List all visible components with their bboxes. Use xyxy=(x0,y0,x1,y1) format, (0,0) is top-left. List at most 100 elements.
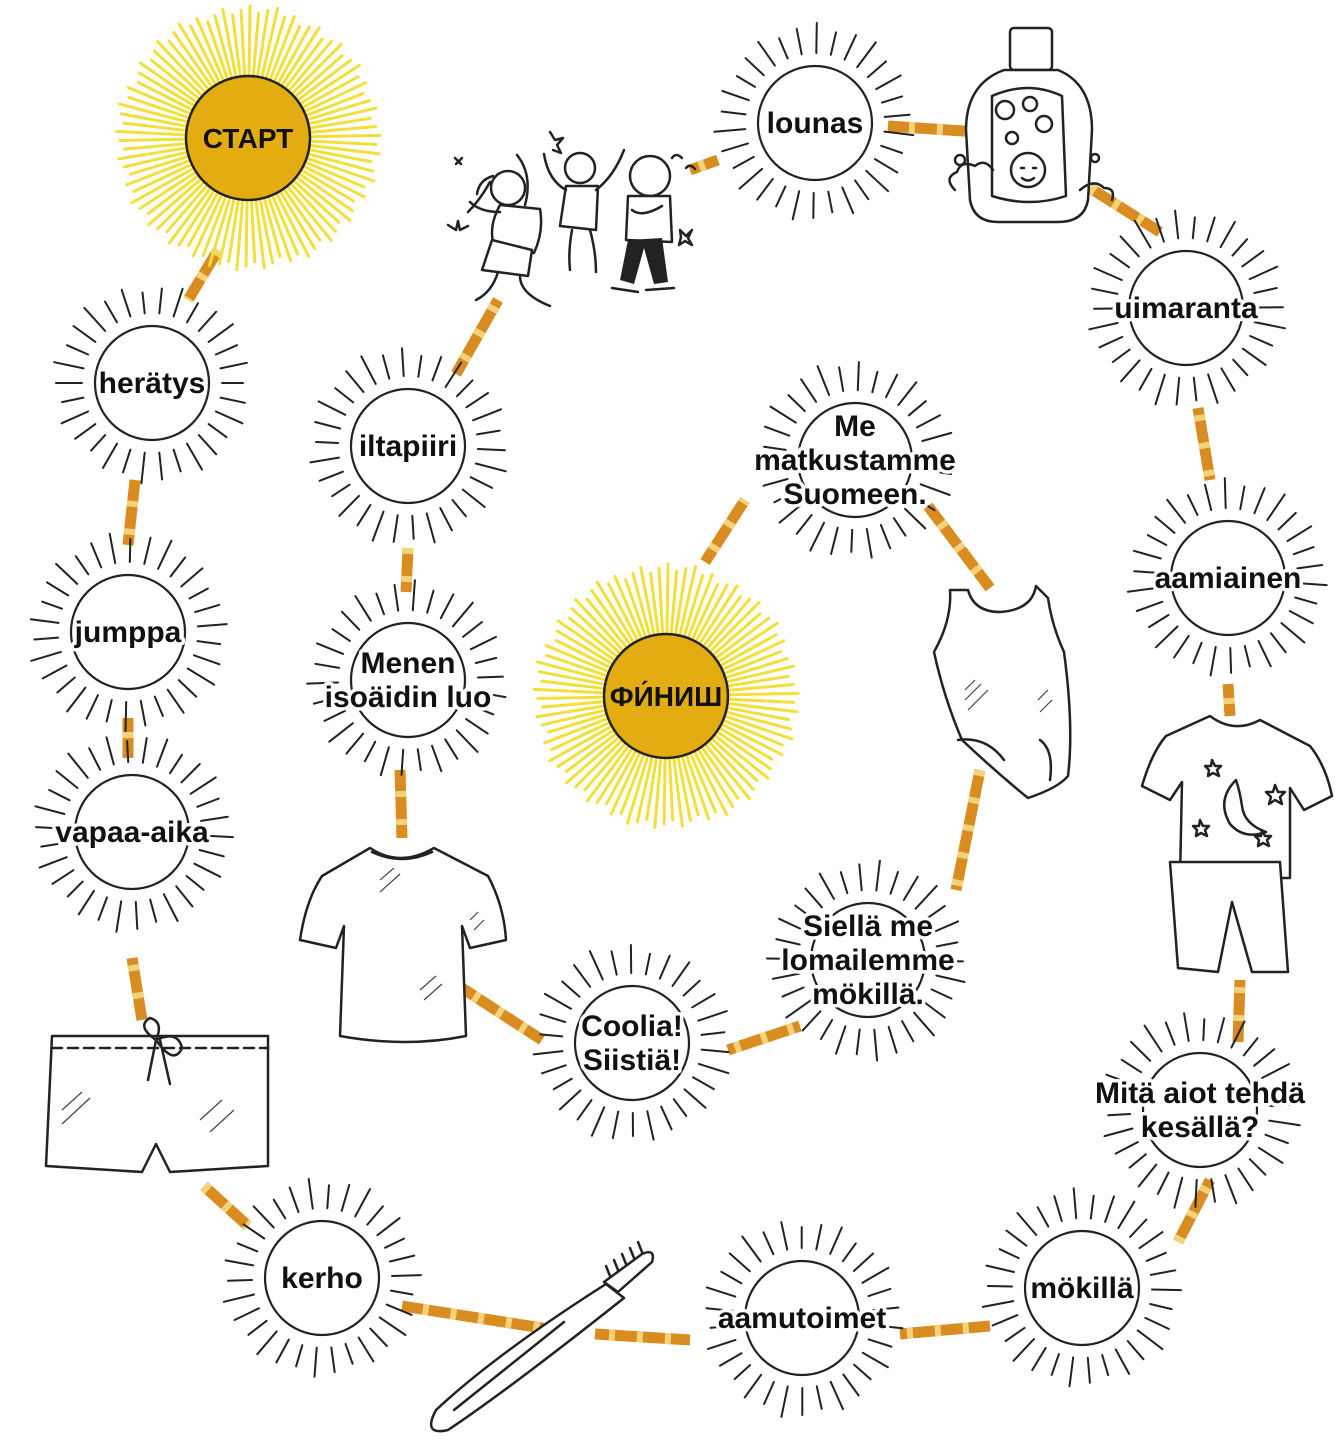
board-square-coolia[interactable]: Coolia!Siistiä! xyxy=(532,944,730,1141)
sun-ray xyxy=(253,188,266,270)
board-square-heratys[interactable]: herätys xyxy=(53,287,248,485)
sun-ray xyxy=(180,567,204,588)
path-segment xyxy=(1087,183,1163,237)
board-square-aamiainen[interactable]: aamiainen xyxy=(1126,477,1328,677)
sun-ray xyxy=(149,898,158,923)
sun-ray xyxy=(705,1307,734,1312)
sun-ray xyxy=(289,166,354,213)
sun-ray xyxy=(935,941,959,948)
sun-ray xyxy=(141,737,148,764)
sun-ray xyxy=(102,442,118,469)
sun-ray xyxy=(1253,321,1286,330)
sun-ray xyxy=(425,512,436,544)
sun-ray xyxy=(1241,347,1267,366)
sun-ray xyxy=(291,75,360,115)
sun-ray xyxy=(1294,596,1318,605)
sun-ray xyxy=(219,361,248,370)
sun-ray xyxy=(231,13,243,88)
sun-ray xyxy=(679,573,705,648)
sun-ray xyxy=(129,151,200,176)
sun-ray xyxy=(400,748,405,776)
sun-ray xyxy=(292,160,366,199)
sun-ray xyxy=(1224,1174,1238,1205)
square-label: aamutoimet xyxy=(718,1302,886,1335)
sun-ray xyxy=(1154,515,1176,534)
sun-ray xyxy=(916,414,941,429)
board-square-jumppa[interactable]: jumppa xyxy=(29,532,228,732)
sun-ray xyxy=(1120,359,1141,383)
sun-ray xyxy=(1243,645,1251,668)
sun-ray xyxy=(236,1242,259,1253)
sun-ray xyxy=(692,1076,715,1091)
sun-ray xyxy=(104,300,118,324)
sun-ray xyxy=(913,496,936,512)
sun-ray xyxy=(451,499,467,518)
sun-ray xyxy=(1145,1251,1167,1262)
sun-ray xyxy=(1232,358,1249,377)
sun-ray xyxy=(1229,647,1233,674)
sun-ray xyxy=(733,1364,752,1381)
sun-ray xyxy=(261,15,287,90)
sun-ray xyxy=(318,470,344,482)
sun-ray xyxy=(987,1285,1013,1288)
square-ring xyxy=(809,901,927,1019)
board-square-iltapiiri[interactable]: iltapiiri xyxy=(309,347,507,544)
sun-ray xyxy=(838,366,845,392)
sun-ray xyxy=(330,1346,336,1374)
sun-ray xyxy=(610,950,618,976)
sun-ray xyxy=(985,1264,1015,1273)
sun-ray xyxy=(471,705,495,716)
sun-ray xyxy=(1050,1353,1060,1376)
sun-ray xyxy=(573,964,592,988)
sun-ray xyxy=(326,1184,330,1210)
square-ring xyxy=(349,387,467,505)
sun-ray xyxy=(855,1028,861,1056)
sun-ray xyxy=(665,562,670,646)
sun-ray xyxy=(271,25,311,94)
sun-ray xyxy=(1230,1020,1246,1049)
start-space[interactable]: СТАРТ xyxy=(114,4,382,271)
sun-ray xyxy=(1068,1356,1075,1388)
sun-ray xyxy=(778,917,806,932)
sun-ray xyxy=(105,736,115,766)
sun-ray xyxy=(1194,1178,1198,1208)
sun-ray xyxy=(1219,220,1236,249)
sun-ray xyxy=(703,612,762,664)
sun-ray xyxy=(854,179,870,201)
square-label: mökillä. xyxy=(812,978,924,1011)
sun-ray xyxy=(274,26,321,96)
path-segment-highlight xyxy=(688,154,720,176)
sun-ray xyxy=(705,727,770,780)
sun-ray xyxy=(1136,1329,1164,1351)
sun-ray xyxy=(662,746,667,826)
sun-ray xyxy=(291,163,356,203)
sun-ray xyxy=(883,113,911,118)
board-square-aamutoimet[interactable]: aamutoimet xyxy=(705,1221,904,1418)
sun-ray xyxy=(172,31,220,97)
sun-ray xyxy=(282,174,337,233)
sun-ray xyxy=(132,158,203,193)
square-label: uimaranta xyxy=(1114,292,1258,325)
board-square-kerho[interactable]: kerho xyxy=(222,1177,422,1378)
sun-ray xyxy=(38,856,68,869)
sun-ray xyxy=(295,153,376,183)
sun-ray xyxy=(881,95,903,104)
sun-ray xyxy=(897,381,918,406)
sun-ray xyxy=(865,528,873,559)
board-square-vapaa-aika[interactable]: vapaa-aika xyxy=(34,736,234,933)
sun-ray xyxy=(889,871,899,895)
board-square-lounas[interactable]: lounas xyxy=(713,22,915,221)
board-square-mokilla[interactable]: mökillä xyxy=(981,1187,1182,1388)
sun-ray xyxy=(356,504,372,527)
sun-ray xyxy=(156,173,213,231)
sun-ray xyxy=(177,679,198,698)
board-square-uimaranta[interactable]: uimaranta xyxy=(1088,209,1286,406)
sun-ray xyxy=(755,463,787,468)
sun-ray xyxy=(720,1270,743,1285)
sun-ray xyxy=(1144,1316,1170,1330)
finish-space[interactable]: ФИ́НИШ xyxy=(532,562,800,829)
